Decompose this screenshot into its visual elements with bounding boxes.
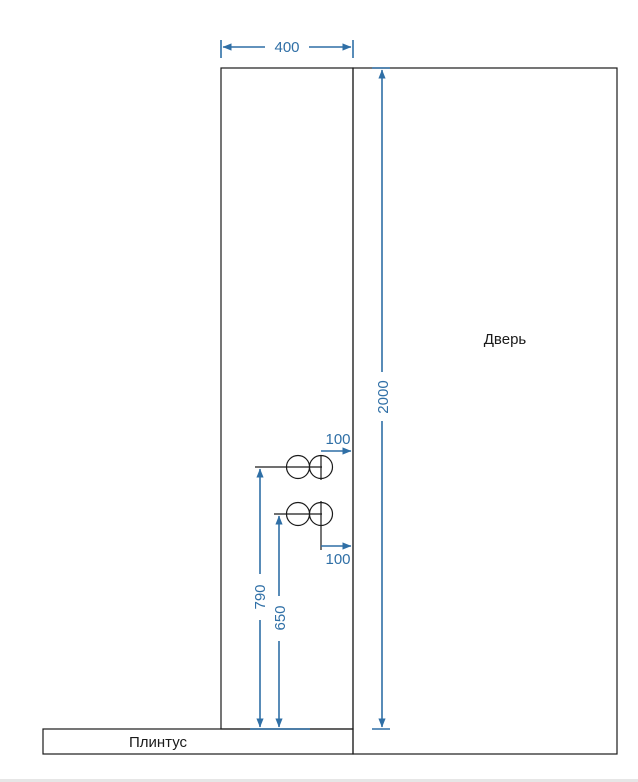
door-label: Дверь [484,331,527,348]
socket-pair-upper [255,454,334,480]
bottom-edge [0,779,638,782]
dimension-width-value: 400 [274,39,299,56]
dimension-height-upper-value: 790 [252,584,269,609]
door-outline [352,67,618,755]
dimension-height-upper: 790 [252,468,269,728]
baseboard [42,728,354,755]
dimension-height-lower: 650 [272,515,289,728]
socket-pair-lower [274,501,334,550]
dimension-door-height-value: 2000 [375,380,392,413]
dimension-offset-lower: 100 [321,542,352,568]
dimension-offset-upper: 100 [321,431,352,455]
dimension-offset-upper-value: 100 [325,431,350,448]
dimension-height-lower-value: 650 [272,605,289,630]
baseboard-label: Плинтус [129,734,188,751]
dimension-door-height: 2000 [372,67,392,730]
dimension-offset-lower-value: 100 [325,551,350,568]
dimension-width: 400 [220,39,354,58]
